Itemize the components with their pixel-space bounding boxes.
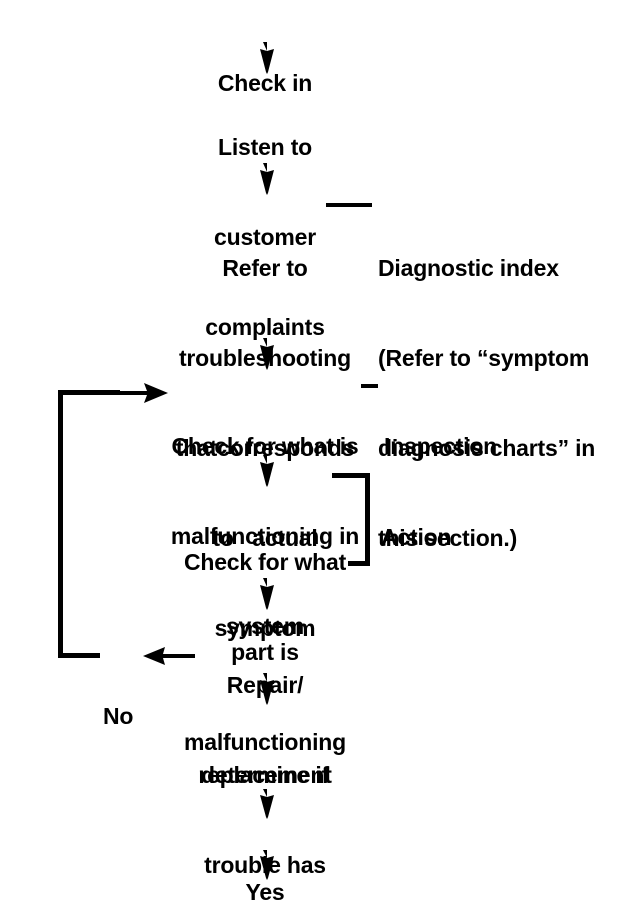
arrow-down-refer-to-system bbox=[251, 338, 279, 370]
arrow-down-determine-to-yes bbox=[251, 789, 279, 819]
node-check-in-line-1: Check in bbox=[217, 70, 313, 96]
node-listen-line-1: Listen to bbox=[217, 134, 313, 160]
label-no: No bbox=[103, 641, 133, 791]
node-system-line-3: system bbox=[225, 613, 305, 639]
arrow-down-part-to-repair bbox=[251, 578, 279, 610]
annotation-inspection-label: Inspection bbox=[384, 433, 498, 459]
arrow-down-yes-to-check-out bbox=[251, 850, 279, 880]
node-part-line-2: part is bbox=[231, 639, 299, 665]
feedback-loop-bottom-segment bbox=[58, 653, 100, 658]
feedback-loop-top-segment bbox=[58, 390, 120, 395]
node-system-line-1: Check for what is bbox=[171, 433, 359, 459]
bracket-action-top-stub bbox=[332, 473, 370, 478]
connector-refer-to-diagnostic-index bbox=[326, 203, 372, 207]
node-check-out: Check out bbox=[210, 878, 319, 922]
annotation-action-label: Action bbox=[381, 524, 452, 550]
bracket-action-spine bbox=[365, 473, 370, 566]
feedback-loop-vertical-spine bbox=[58, 390, 63, 658]
annotation-diagnostic-index: Diagnostic index (Refer to “symptom diag… bbox=[378, 193, 595, 613]
annotation-diagnostic-line-1: Diagnostic index bbox=[378, 255, 559, 281]
node-repair-line-2: replacement bbox=[198, 762, 332, 788]
node-listen-line-2: customer bbox=[214, 224, 316, 250]
annotation-inspection: Inspection bbox=[384, 371, 497, 521]
label-yes: Yes bbox=[245, 817, 284, 922]
annotation-diagnostic-line-3: diagnosis charts” in bbox=[378, 435, 596, 461]
arrow-left-repair-to-no bbox=[143, 644, 195, 668]
node-system-line-2: malfunctioning in bbox=[170, 523, 360, 549]
annotation-diagnostic-line-4: this section.) bbox=[378, 525, 518, 551]
node-check-system-malfunction: Check for what is malfunctioning in syst… bbox=[171, 371, 359, 701]
label-no-text: No bbox=[103, 703, 134, 729]
arrow-down-system-to-part bbox=[251, 455, 279, 487]
node-refer-line-5: symptom bbox=[214, 615, 316, 641]
arrow-right-feedback-loop-to-system bbox=[114, 380, 168, 406]
bracket-action-bottom-stub bbox=[348, 561, 370, 566]
arrow-down-check-in-to-listen bbox=[251, 42, 279, 74]
node-listen-line-3: complaints bbox=[205, 314, 325, 340]
node-refer-line-1: Refer to bbox=[222, 255, 308, 281]
annotation-diagnostic-line-2: (Refer to “symptom bbox=[378, 345, 590, 371]
node-check-in: Check in bbox=[218, 8, 312, 158]
arrow-down-repair-to-determine bbox=[251, 673, 279, 705]
node-listen-to-customer-complaints: Listen to customer complaints bbox=[205, 72, 325, 402]
node-check-part-malfunction: Check for what part is malfunctioning bbox=[184, 487, 346, 817]
arrow-down-listen-to-refer bbox=[251, 163, 279, 195]
label-yes-text: Yes bbox=[245, 879, 285, 905]
annotation-action: Action bbox=[381, 462, 452, 612]
node-refer-line-4: to actual bbox=[212, 525, 318, 551]
node-part-line-1: Check for what bbox=[183, 549, 347, 575]
node-part-line-3: malfunctioning bbox=[183, 729, 347, 755]
connector-system-to-inspection bbox=[361, 384, 378, 388]
node-determine-line-1: determine if bbox=[201, 762, 329, 788]
